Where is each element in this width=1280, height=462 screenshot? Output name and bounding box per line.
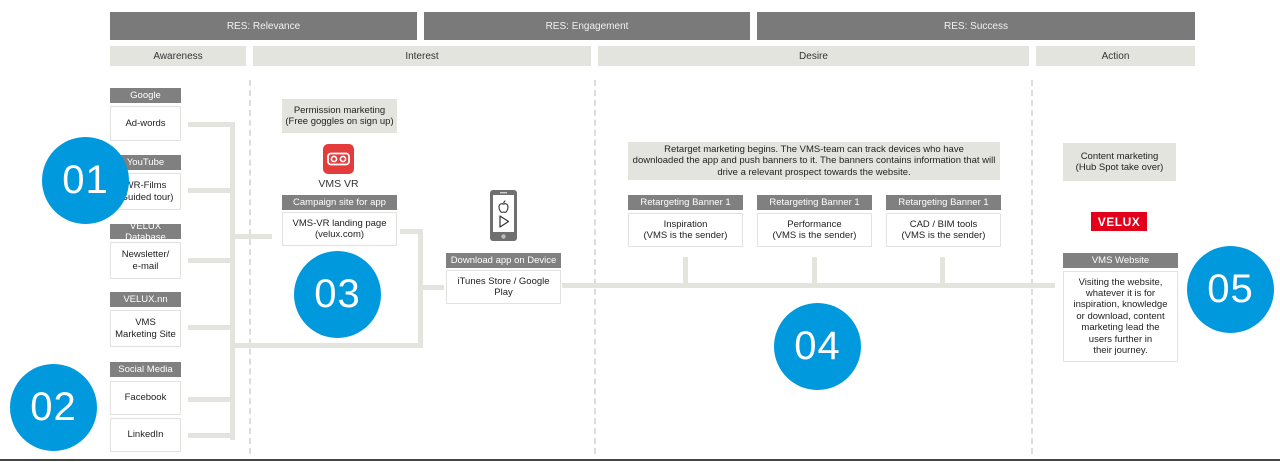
youtube-header: YouTube bbox=[110, 155, 181, 170]
res-relevance-bar: RES: Relevance bbox=[110, 12, 417, 40]
google-header: Google bbox=[110, 88, 181, 103]
connector-line bbox=[188, 397, 235, 402]
step-number-02: 02 bbox=[10, 364, 97, 451]
step-number-05: 05 bbox=[1187, 246, 1274, 333]
velux-database-header: VELUX Database bbox=[110, 221, 181, 243]
connector-line bbox=[188, 188, 235, 193]
awareness-trunk-line bbox=[230, 122, 235, 440]
connector-line bbox=[188, 258, 235, 263]
connector-line bbox=[418, 285, 444, 290]
inspiration-banner-box: Inspiration (VMS is the sender) bbox=[628, 213, 743, 247]
connector-line bbox=[683, 257, 688, 287]
connector-line bbox=[230, 234, 272, 239]
newsletter-box: Newsletter/ e-mail bbox=[110, 242, 181, 279]
bottom-rule bbox=[0, 459, 1280, 461]
stage-separator bbox=[594, 80, 596, 454]
retarget-marketing-note: Retarget marketing begins. The VMS-team … bbox=[628, 142, 1000, 180]
landing-page-box: VMS-VR landing page (velux.com) bbox=[282, 212, 397, 246]
stage-interest: Interest bbox=[253, 46, 591, 66]
download-app-header: Download app on Device bbox=[446, 253, 561, 268]
step-number-01: 01 bbox=[42, 137, 129, 224]
vms-website-header: VMS Website bbox=[1063, 253, 1178, 268]
velux-logo: VELUX bbox=[1091, 212, 1147, 231]
stage-awareness: Awareness bbox=[110, 46, 246, 66]
vr-goggles-icon bbox=[323, 144, 354, 174]
content-marketing-note: Content marketing (Hub Spot take over) bbox=[1063, 143, 1176, 181]
adwords-box: Ad-words bbox=[110, 106, 181, 141]
retargeting-banner-header: Retargeting Banner 1 bbox=[628, 195, 743, 210]
campaign-site-header: Campaign site for app bbox=[282, 195, 397, 210]
connector-line bbox=[940, 257, 945, 287]
stage-separator bbox=[249, 80, 251, 454]
velux-nn-header: VELUX.nn bbox=[110, 292, 181, 307]
res-engagement-bar: RES: Engagement bbox=[424, 12, 750, 40]
step-number-04: 04 bbox=[774, 303, 861, 390]
connector-line bbox=[400, 229, 423, 234]
smartphone-app-store-icon bbox=[489, 189, 518, 242]
cad-bim-banner-box: CAD / BIM tools (VMS is the sender) bbox=[886, 213, 1001, 247]
stage-action: Action bbox=[1036, 46, 1195, 66]
facebook-box: Facebook bbox=[110, 381, 181, 415]
social-media-header: Social Media bbox=[110, 362, 181, 377]
connector-line bbox=[812, 257, 817, 287]
performance-banner-box: Performance (VMS is the sender) bbox=[757, 213, 872, 247]
connector-line bbox=[230, 343, 423, 348]
linkedin-box: LinkedIn bbox=[110, 418, 181, 452]
connector-line bbox=[188, 122, 235, 127]
stage-desire: Desire bbox=[598, 46, 1029, 66]
res-success-bar: RES: Success bbox=[757, 12, 1195, 40]
vms-website-box: Visiting the website, whatever it is for… bbox=[1063, 271, 1178, 362]
app-store-box: iTunes Store / Google Play bbox=[446, 270, 561, 304]
connector-line bbox=[188, 325, 235, 330]
vms-marketing-site-box: VMS Marketing Site bbox=[110, 310, 181, 347]
main-flow-line bbox=[562, 283, 1055, 288]
permission-marketing-note: Permission marketing (Free goggles on si… bbox=[282, 99, 397, 133]
retargeting-banner-header: Retargeting Banner 1 bbox=[886, 195, 1001, 210]
connector-line bbox=[188, 433, 235, 438]
vms-vr-label: VMS VR bbox=[318, 178, 359, 190]
retargeting-banner-header: Retargeting Banner 1 bbox=[757, 195, 872, 210]
stage-separator bbox=[1031, 80, 1033, 454]
step-number-03: 03 bbox=[294, 251, 381, 338]
